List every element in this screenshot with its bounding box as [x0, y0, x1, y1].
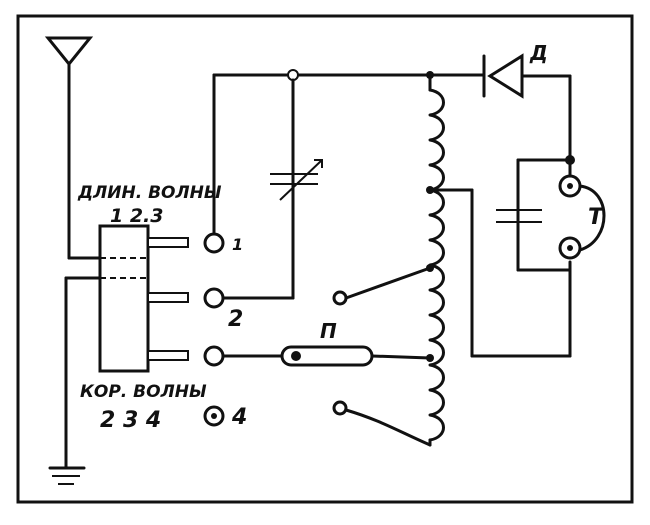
diode-symbol — [482, 53, 575, 165]
diode-label: Д — [529, 41, 548, 65]
tapped-coil — [426, 73, 445, 447]
switch-label: П — [320, 319, 337, 343]
headphones-label: Т — [588, 205, 605, 230]
short-waves-label: КОР. ВОЛНЫ — [80, 382, 207, 402]
plug-block — [98, 224, 189, 373]
jack-3 — [203, 345, 225, 367]
jack-1-label: 1 — [232, 235, 243, 254]
fixed-capacitor — [496, 158, 572, 272]
jack-2 — [203, 287, 225, 309]
jack-1 — [203, 232, 225, 254]
switch-assembly — [332, 266, 432, 447]
headphones-symbol — [558, 158, 606, 260]
tap-wiring — [428, 188, 572, 358]
long-waves-numbers: 1 2.3 — [110, 205, 164, 227]
ground-symbol — [48, 276, 112, 485]
short-waves-numbers: 2 3 4 — [100, 408, 161, 433]
plug-p — [221, 345, 432, 367]
jack-2-label: 2 — [228, 307, 243, 332]
variable-capacitor — [270, 159, 323, 201]
jack-4-label: 4 — [231, 405, 247, 430]
long-waves-label: ДЛИН. ВОЛНЫ — [77, 183, 222, 203]
top-wiring — [212, 69, 486, 300]
diagram-frame — [16, 14, 634, 504]
